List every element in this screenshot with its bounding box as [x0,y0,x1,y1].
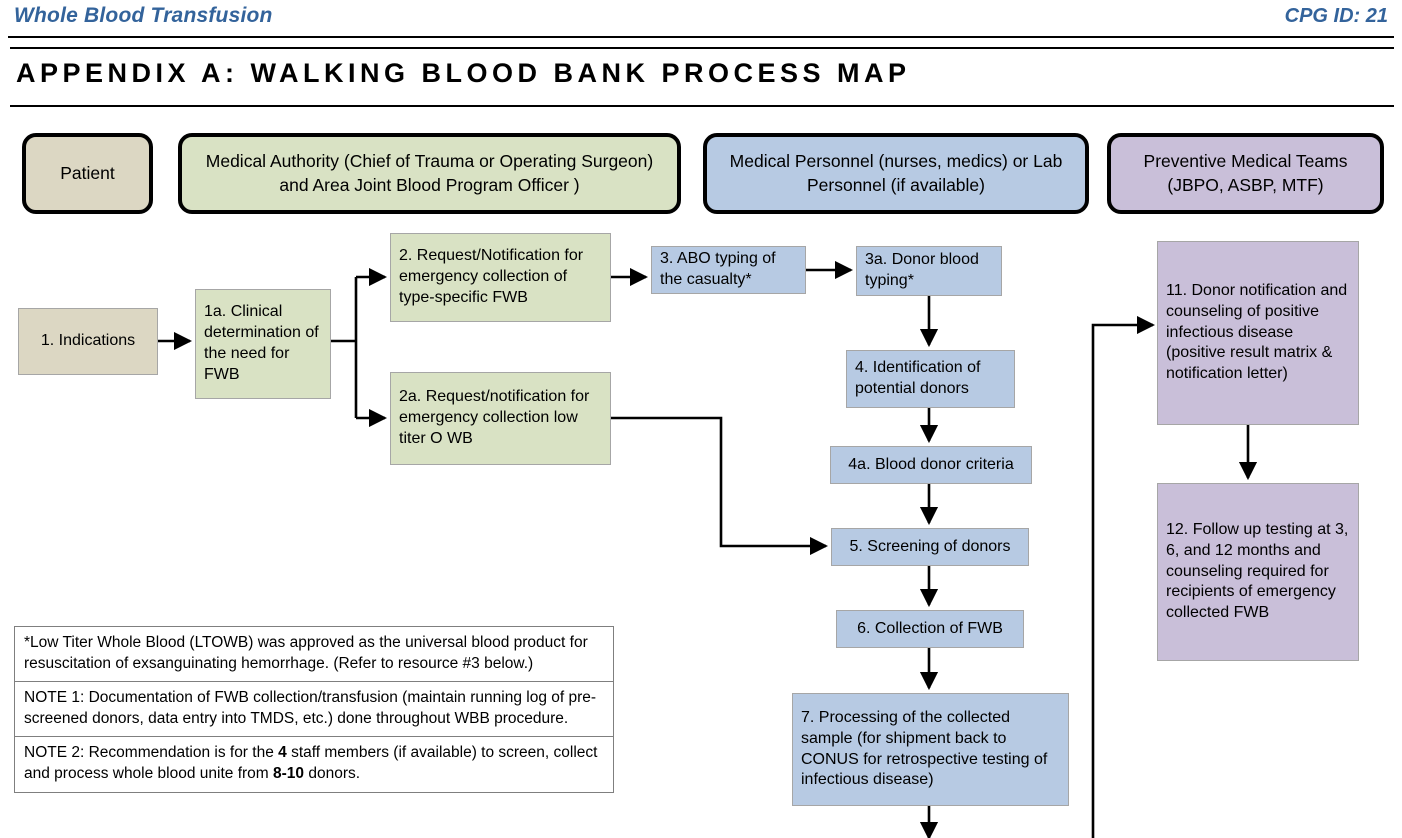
title-rule-bottom [10,105,1394,107]
node-label: 12. Follow up testing at 3, 6, and 12 mo… [1166,521,1349,622]
node-label: 5. Screening of donors [849,537,1011,555]
note-text: *Low Titer Whole Blood (LTOWB) was appro… [24,634,588,672]
connector-return-to-11 [1091,315,1156,838]
node-label: 7. Processing of the collected sample (f… [801,708,1048,789]
note-emphasis-staff-count: 4 [278,744,287,762]
connector-2a-to-5 [611,416,829,556]
node-2a-request-notification-low-titer[interactable]: 2a. Request/notification for emergency c… [390,372,611,465]
node-1-indications[interactable]: 1. Indications [18,308,158,375]
node-4-identification-potential-donors[interactable]: 4. Identification of potential donors [846,350,1015,408]
node-3a-donor-blood-typing[interactable]: 3a. Donor blood typing* [856,246,1002,296]
note-text: NOTE 1: Documentation of FWB collection/… [24,689,597,727]
node-label: 11. Donor notification and counseling of… [1166,282,1348,383]
node-label: 3a. Donor blood typing* [865,251,979,289]
lane-label: Medical Personnel (nurses, medics) or La… [729,150,1063,195]
node-label: 6. Collection of FWB [857,619,1003,637]
lane-label: Patient [60,162,115,183]
node-label: 1a. Clinical determination of the need f… [204,303,319,383]
lane-header-preventive-medical-teams: Preventive Medical Teams (JBPO, ASBP, MT… [1107,133,1384,214]
header-rule-middle [10,47,1394,49]
lane-header-medical-authority: Medical Authority (Chief of Trauma or Op… [178,133,681,214]
note-text-post: donors. [304,765,361,783]
node-1a-clinical-determination[interactable]: 1a. Clinical determination of the need f… [195,289,331,399]
node-label: 3. ABO typing of the casualty* [660,250,776,288]
notes-table: *Low Titer Whole Blood (LTOWB) was appro… [14,626,614,793]
header-rule-top [8,36,1394,38]
note-row-2: NOTE 2: Recommendation is for the 4 staf… [15,737,613,791]
node-6-collection-of-fwb[interactable]: 6. Collection of FWB [836,610,1024,648]
lane-label: Preventive Medical Teams (JBPO, ASBP, MT… [1143,150,1348,195]
node-label: 2. Request/Notification for emergency co… [399,247,584,306]
node-4a-blood-donor-criteria[interactable]: 4a. Blood donor criteria [830,446,1032,484]
note-text-mid: staff members (if available) to screen, … [24,744,598,783]
lane-label: Medical Authority (Chief of Trauma or Op… [205,150,654,195]
cpg-id-label: CPG ID: 21 [1284,5,1388,27]
node-12-follow-up-testing[interactable]: 12. Follow up testing at 3, 6, and 12 mo… [1157,483,1359,661]
node-label: 4. Identification of potential donors [855,359,981,397]
note-row-footnote: *Low Titer Whole Blood (LTOWB) was appro… [15,627,613,683]
note-emphasis-donor-count: 8-10 [273,765,305,783]
lane-header-patient: Patient [22,133,153,214]
node-7-processing-collected-sample[interactable]: 7. Processing of the collected sample (f… [792,693,1069,806]
node-3-abo-typing-casualty[interactable]: 3. ABO typing of the casualty* [651,246,806,294]
node-label: 1. Indications [40,332,136,350]
document-header: Whole Blood Transfusion CPG ID: 21 [0,0,1402,38]
document-title: Whole Blood Transfusion [14,4,273,27]
node-11-donor-notification-counseling[interactable]: 11. Donor notification and counseling of… [1157,241,1359,425]
node-label: 4a. Blood donor criteria [848,455,1014,473]
lane-header-medical-personnel: Medical Personnel (nurses, medics) or La… [703,133,1089,214]
node-label: 2a. Request/notification for emergency c… [399,388,590,447]
node-5-screening-of-donors[interactable]: 5. Screening of donors [831,528,1029,566]
note-text-pre: NOTE 2: Recommendation is for the [24,744,279,762]
note-row-1: NOTE 1: Documentation of FWB collection/… [15,682,613,738]
page-title: APPENDIX A: WALKING BLOOD BANK PROCESS M… [16,58,911,88]
node-2-request-notification-type-specific[interactable]: 2. Request/Notification for emergency co… [390,233,611,322]
